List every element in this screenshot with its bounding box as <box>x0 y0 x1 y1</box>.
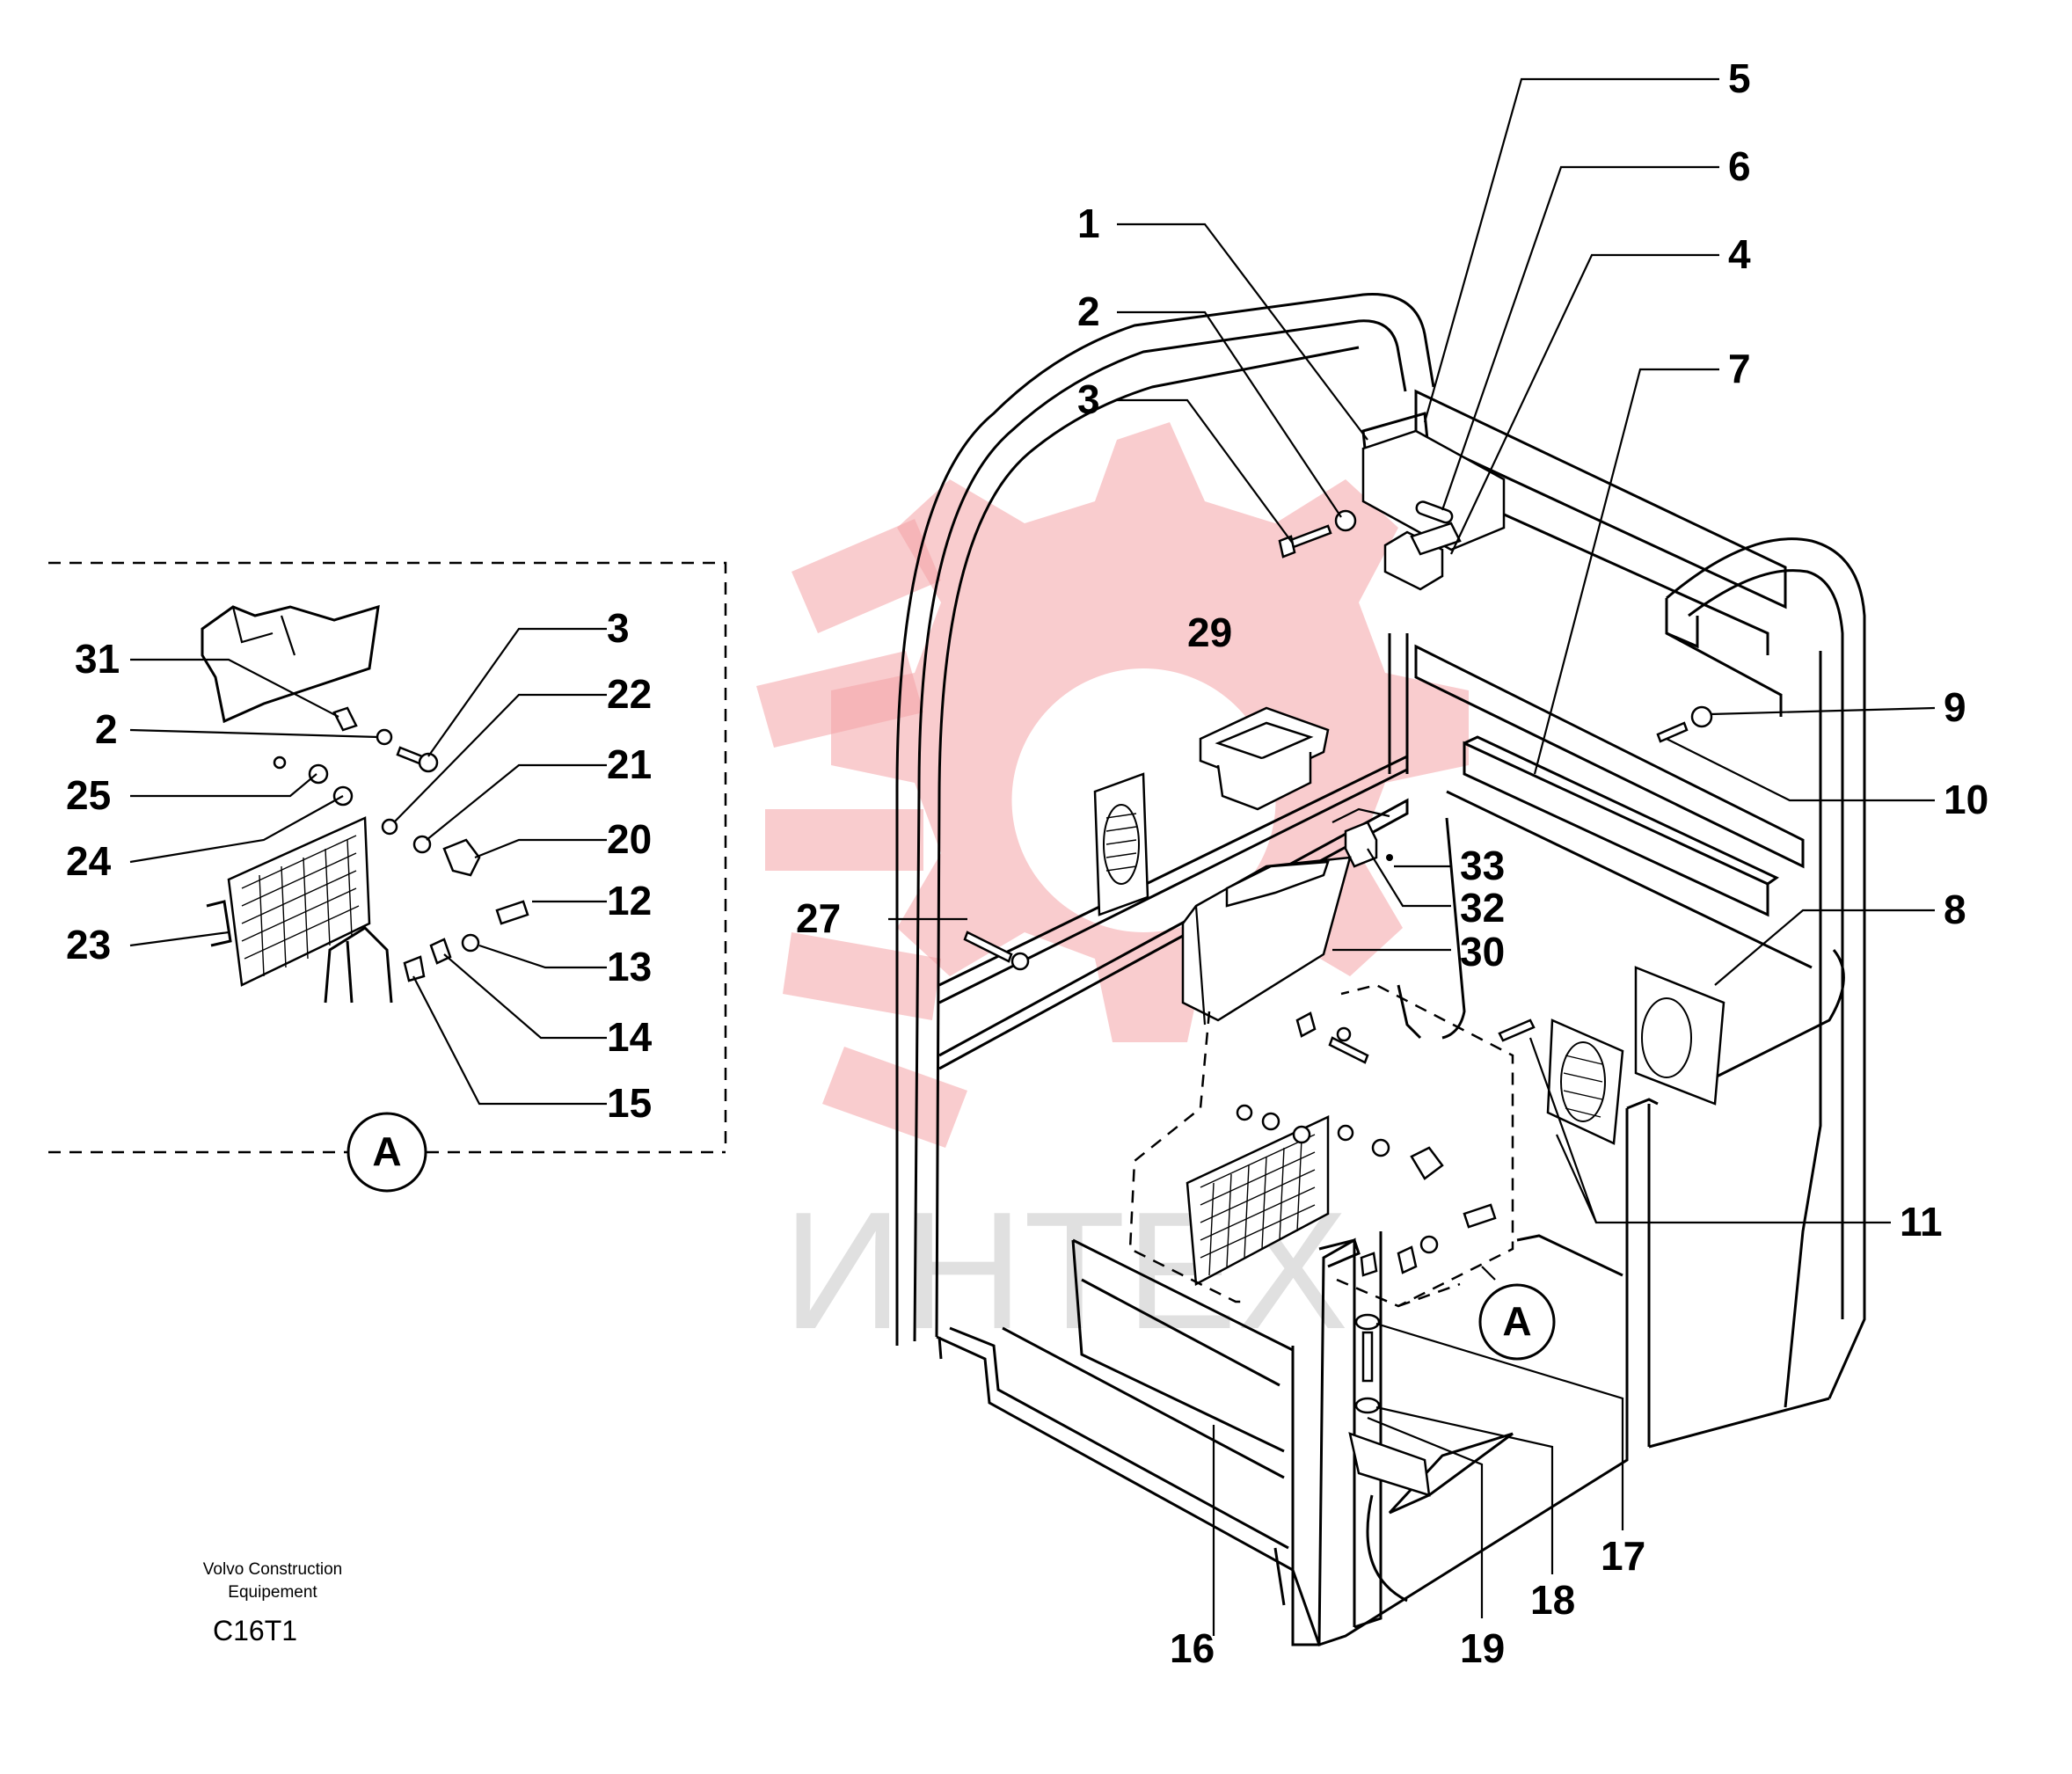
detail-marker-main <box>1478 1283 1556 1361</box>
detail-marker-inset-label: A <box>372 1128 401 1174</box>
callout-detail-2: 2 <box>95 706 118 752</box>
callout-detail-21: 21 <box>607 741 652 787</box>
screw-part-9 <box>1656 705 1713 743</box>
leader-lines-main <box>888 77 1936 1636</box>
callout-32: 32 <box>1460 885 1505 931</box>
callout-6: 6 <box>1728 143 1751 189</box>
callout-detail-20: 20 <box>607 816 652 862</box>
callout-11: 11 <box>1900 1199 1943 1245</box>
callout-29: 29 <box>1187 610 1232 655</box>
caption-drawing-code: C16T1 <box>213 1615 297 1646</box>
callout-9: 9 <box>1944 684 1966 730</box>
callout-18: 18 <box>1530 1577 1575 1623</box>
storage-tray-part-29 <box>1199 706 1330 811</box>
callout-33: 33 <box>1460 843 1505 888</box>
bolt-part-27 <box>963 931 1030 971</box>
callout-detail-23: 23 <box>66 922 111 967</box>
callout-8: 8 <box>1944 887 1966 932</box>
bolt-part-11 <box>1498 1018 1536 1042</box>
callout-detail-22: 22 <box>607 671 652 717</box>
callout-4: 4 <box>1728 231 1751 277</box>
callout-19: 19 <box>1460 1625 1505 1671</box>
callout-detail-13: 13 <box>607 944 652 989</box>
callout-detail-31: 31 <box>75 636 120 682</box>
speaker-housing-part-8 <box>1634 966 1725 1106</box>
leader-lines-detail <box>129 627 607 1106</box>
callouts-main: 5 6 4 7 1 2 3 29 9 10 33 32 30 27 8 11 1… <box>796 55 1988 1671</box>
callout-detail-15: 15 <box>607 1080 652 1126</box>
callout-detail-3: 3 <box>607 605 630 651</box>
speaker-grille-right <box>1546 1018 1624 1145</box>
callout-1: 1 <box>1077 201 1100 246</box>
callout-10: 10 <box>1944 777 1988 822</box>
detail-marker-inset <box>347 1112 427 1193</box>
callout-detail-12: 12 <box>607 878 652 924</box>
callout-27: 27 <box>796 895 841 941</box>
connector-part-32 <box>1331 807 1393 868</box>
cab-frame <box>895 293 1866 1646</box>
floor-fasteners <box>1348 1313 1431 1497</box>
callout-5: 5 <box>1728 55 1751 101</box>
net-fasteners-main <box>1236 1011 1497 1277</box>
speaker-grille-left <box>1093 772 1149 916</box>
callout-17: 17 <box>1601 1533 1645 1579</box>
callout-16: 16 <box>1170 1625 1215 1671</box>
callout-detail-24: 24 <box>66 838 112 884</box>
callout-detail-14: 14 <box>607 1014 653 1060</box>
callout-30: 30 <box>1460 929 1505 975</box>
detail-inset-a: A <box>48 561 727 1193</box>
caption-company-line2: Equipement <box>228 1583 317 1602</box>
callouts-detail: 3 22 21 20 12 13 14 15 31 2 25 24 23 <box>66 605 653 1126</box>
housing-box-part-30 <box>1181 856 1352 1026</box>
callout-2: 2 <box>1077 288 1100 334</box>
caption-block: Volvo Construction Equipement C16T1 <box>203 1560 342 1646</box>
callout-7: 7 <box>1728 346 1751 391</box>
callout-3: 3 <box>1077 376 1100 422</box>
callout-detail-25: 25 <box>66 772 111 818</box>
caption-company-line1: Volvo Construction <box>203 1560 342 1579</box>
storage-net-main <box>1186 1115 1330 1286</box>
detail-marker-main-label: A <box>1502 1298 1531 1344</box>
latch-block-part-1 <box>1361 429 1506 591</box>
